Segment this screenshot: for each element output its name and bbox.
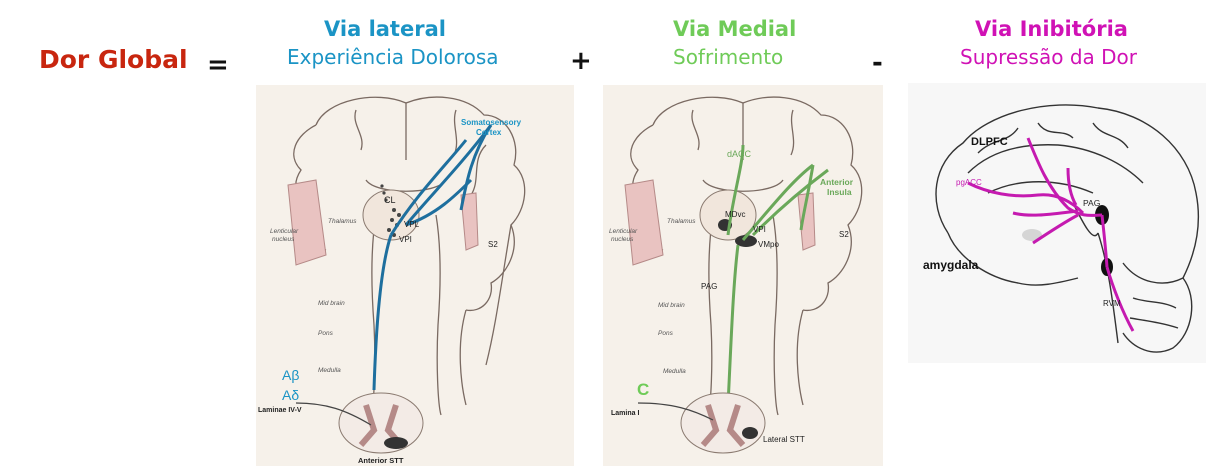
vpl-label: VPL	[404, 220, 420, 229]
medulla-label: Medulla	[318, 367, 341, 374]
somatosensory-label: Somatosensory	[461, 118, 522, 127]
nucleus-label: nucleus	[272, 236, 295, 243]
anterior-label: Anterior	[820, 177, 854, 187]
inhibitory-pathway-title: Via Inibitória	[975, 17, 1128, 41]
s2-label: S2	[488, 240, 498, 249]
dacc-label: dACC	[727, 149, 752, 159]
insula-label: Insula	[827, 187, 852, 197]
lenticular-label: Lenticular	[609, 228, 638, 235]
cl-label: CL	[384, 195, 396, 205]
thalamus-label: Thalamus	[328, 218, 357, 225]
dor-global-label: Dor Global	[39, 45, 188, 74]
inhibitory-pathway-diagram: DLPFC pgACC PAG amygdala RVM	[908, 83, 1206, 363]
pag-label: PAG	[1083, 198, 1100, 208]
lateral-pathway-diagram: Somatosensory Cortex CL VPL VPI Thalamus…	[256, 85, 574, 466]
pons-label: Pons	[318, 330, 334, 337]
spinal-cord-section	[638, 393, 765, 453]
medial-pathway-title: Via Medial	[673, 17, 796, 41]
inhibitory-pathway-subtitle: Supressão da Dor	[960, 45, 1137, 69]
lenticular-nucleus-shape	[288, 180, 326, 265]
s2-label: S2	[839, 230, 849, 239]
amygdala-label: amygdala	[923, 258, 979, 272]
thalamus-label: Thalamus	[667, 218, 696, 225]
medial-pathway-diagram: dACC Anterior Insula Thalamus MDvc VPI V…	[603, 85, 883, 466]
a-beta-label: Aβ	[282, 367, 299, 383]
equals-operator: =	[207, 50, 229, 80]
pgacc-label: pgACC	[956, 178, 982, 187]
lateral-pain-tract	[374, 125, 491, 390]
dlpfc-label: DLPFC	[971, 136, 1008, 148]
vmpo-label: VMpo	[758, 240, 779, 249]
pag-label: PAG	[701, 282, 717, 291]
plus-operator: +	[570, 46, 592, 76]
nucleus-label: nucleus	[611, 236, 634, 243]
laminae-label: Laminae IV-V	[258, 407, 302, 414]
medulla-label: Medulla	[663, 368, 686, 375]
anterior-stt-label: Anterior STT	[358, 456, 404, 465]
pons-label: Pons	[658, 330, 674, 337]
spinal-cord-section	[296, 393, 423, 453]
midbrain-label: Mid brain	[318, 300, 345, 307]
lateral-pathway-title: Via lateral	[324, 17, 446, 41]
midbrain-label: Mid brain	[658, 302, 685, 309]
mdvc-label: MDvc	[725, 210, 745, 219]
lamina-label: Lamina I	[611, 410, 639, 417]
cortex-label: Cortex	[476, 128, 502, 137]
lenticular-nucleus-shape	[625, 180, 663, 265]
c-fiber-label: C	[637, 380, 649, 399]
rvm-label: RVM	[1103, 299, 1121, 308]
medial-pathway-subtitle: Sofrimento	[673, 45, 783, 69]
lenticular-label: Lenticular	[270, 228, 299, 235]
vpi-label: VPI	[753, 225, 766, 234]
a-delta-label: Aδ	[282, 387, 299, 403]
lateral-pathway-subtitle: Experiência Dolorosa	[287, 45, 499, 69]
lateral-stt-label: Lateral STT	[763, 435, 805, 444]
minus-operator: -	[872, 48, 883, 78]
vpi-label: VPI	[399, 235, 412, 244]
